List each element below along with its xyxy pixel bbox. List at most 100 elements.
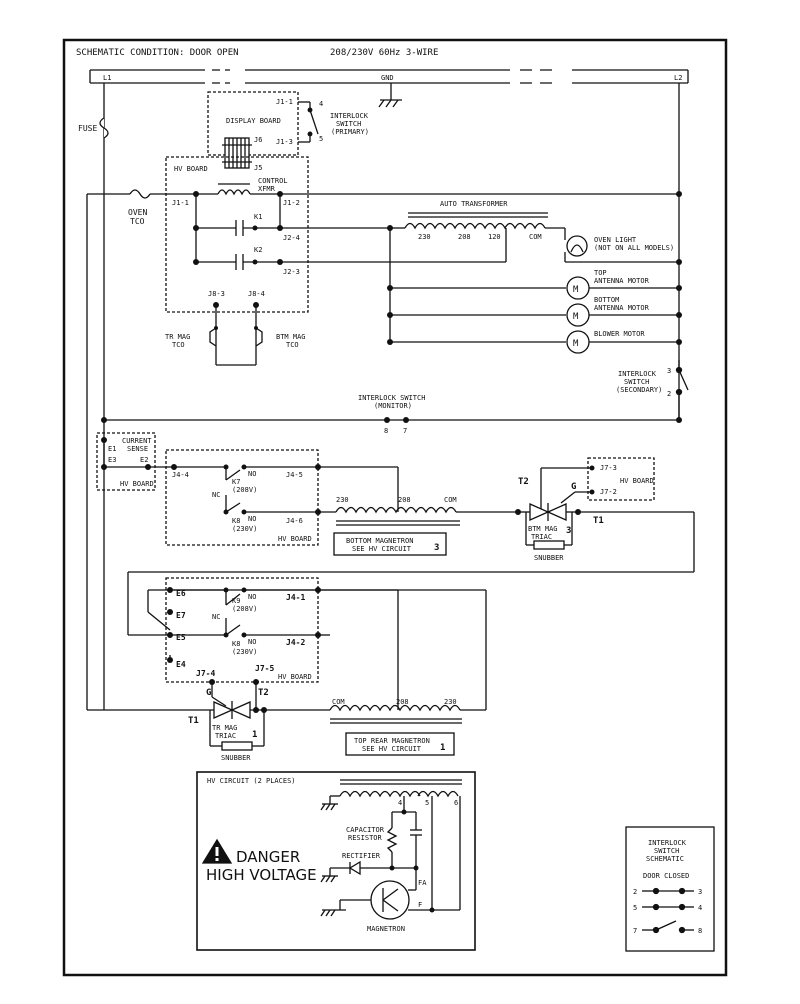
switch-7-8 <box>642 920 694 934</box>
oven-tco <box>129 189 151 199</box>
bottom-magnetron-num: 3 <box>434 543 439 553</box>
k7-line1: K7 <box>232 478 240 486</box>
top-antenna-line2: ANTENNA MOTOR <box>594 277 650 285</box>
snubber-bottom <box>525 512 573 550</box>
j4-1-label: J4-1 <box>286 593 305 602</box>
gnd-label: GND <box>381 74 394 82</box>
tr-mag-triac <box>213 700 330 720</box>
top-rear-magnetron-line2: SEE HV CIRCUIT <box>362 745 422 753</box>
k9-line1: K9 <box>232 597 240 605</box>
fa-label: FA <box>418 879 427 887</box>
e4-label: E4 <box>176 660 186 669</box>
e5-label: E5 <box>176 633 186 642</box>
k8b-line2: (230V) <box>232 648 257 656</box>
cap-res-line2: RESISTOR <box>348 834 383 842</box>
tap-120: 120 <box>488 233 501 241</box>
interlock-monitor-line1: INTERLOCK SWITCH <box>358 394 425 402</box>
k9-no: NO <box>248 593 256 601</box>
sec-pin3: 3 <box>667 367 671 375</box>
j4-5-label: J4-5 <box>286 471 303 479</box>
auto-transformer <box>404 212 548 230</box>
top-antenna-line1: TOP <box>594 269 607 277</box>
e7-label: E7 <box>176 611 186 620</box>
relay-k1 <box>196 220 390 236</box>
relay-k2 <box>196 254 506 270</box>
btm-triac-num: 3 <box>566 526 571 536</box>
tr-mag-tco-line2: TCO <box>172 341 185 349</box>
switch-5-4 <box>642 903 694 911</box>
tr-t2-label: T2 <box>258 688 269 698</box>
l2-label: L2 <box>674 74 682 82</box>
snubber-top <box>209 710 265 751</box>
tr-mag-tco-line1: TR MAG <box>165 333 190 341</box>
oven-tco-line2: TCO <box>130 217 145 226</box>
high-voltage-label: HIGH VOLTAGE <box>206 866 317 884</box>
rectifier <box>330 860 392 876</box>
k9-nc: NC <box>212 613 220 621</box>
hv-j1-2-label: J1-2 <box>283 199 300 207</box>
supply-bus <box>89 69 689 84</box>
j7-3-label: J7-3 <box>600 464 617 472</box>
interlock-secondary-line2: SWITCH <box>624 378 649 386</box>
cap-res-line1: CAPACITOR <box>346 826 385 834</box>
oven-light <box>566 235 588 257</box>
hv-pin6: 6 <box>454 799 458 807</box>
schematic-condition-title: SCHEMATIC CONDITION: DOOR OPEN <box>76 48 239 58</box>
top-rear-magnetron-num: 1 <box>440 743 445 753</box>
btm-g-label: G <box>571 482 576 492</box>
k9-line2: (208V) <box>232 605 257 613</box>
control-transformer <box>217 183 679 196</box>
top-antenna-m: M <box>573 285 579 295</box>
j5-label: J5 <box>254 164 262 172</box>
bm-com: COM <box>444 496 457 504</box>
blower-motor-label: BLOWER MOTOR <box>594 330 645 338</box>
hv-board-j7 <box>587 457 655 501</box>
tm-230: 230 <box>444 698 457 706</box>
j7-5-label: J7-5 <box>255 664 274 673</box>
tr-mag-triac-line1: TR MAG <box>212 724 237 732</box>
tap-230: 230 <box>418 233 431 241</box>
tr-mag-tco <box>209 327 217 347</box>
k8a-line1: K8 <box>232 517 240 525</box>
e3-label: E3 <box>108 456 116 464</box>
bottom-antenna-m: M <box>573 312 579 322</box>
k2-label: K2 <box>254 246 262 254</box>
j4-2-label: J4-2 <box>286 638 305 647</box>
btm-t1-label: T1 <box>593 516 604 526</box>
hv-circuit-title: HV CIRCUIT (2 PLACES) <box>207 777 296 785</box>
interlock-monitor-line2: (MONITOR) <box>374 402 412 410</box>
ds-3: 3 <box>698 888 702 896</box>
hv-j1-1-label: J1-1 <box>172 199 189 207</box>
interlock-schematic-line1: INTERLOCK <box>648 839 687 847</box>
warning-triangle-icon <box>201 838 233 864</box>
hv-transformer <box>339 779 462 798</box>
ground-symbol <box>378 83 402 108</box>
magnetron-label: MAGNETRON <box>367 925 405 933</box>
hv-pin4: 4 <box>398 799 402 807</box>
j7-2-label: J7-2 <box>600 488 617 496</box>
hv-board-k7-k8 <box>165 449 319 546</box>
auto-transformer-label: AUTO TRANSFORMER <box>440 200 508 208</box>
j2-3-label: J2-3 <box>283 268 300 276</box>
hv-board-k9-k8 <box>165 577 319 683</box>
ribbon-connector <box>222 137 252 169</box>
j1-1-label: J1-1 <box>276 98 293 106</box>
bottom-magnetron-box <box>333 532 447 556</box>
f-label: F <box>418 901 422 909</box>
hv-board-k-label: HV BOARD <box>278 535 312 543</box>
l1-label: L1 <box>103 74 111 82</box>
danger-label: DANGER <box>236 848 300 866</box>
bottom-antenna-line1: BOTTOM <box>594 296 619 304</box>
hv-board-lower-label: HV BOARD <box>278 673 312 681</box>
tr-t1-label: T1 <box>188 716 199 726</box>
j7-4-label: J7-4 <box>196 669 215 678</box>
bottom-antenna-line2: ANTENNA MOTOR <box>594 304 650 312</box>
magnetron-tube <box>370 880 410 920</box>
top-rear-magnetron-box <box>345 732 455 756</box>
ds-7: 7 <box>633 927 637 935</box>
interlock-primary-line1: INTERLOCK <box>330 112 369 120</box>
e2-label: E2 <box>140 456 148 464</box>
e6-label: E6 <box>176 589 186 598</box>
oven-light-line2: (NOT ON ALL MODELS) <box>594 244 674 252</box>
tr-mag-triac-line2: TRIAC <box>215 732 236 740</box>
